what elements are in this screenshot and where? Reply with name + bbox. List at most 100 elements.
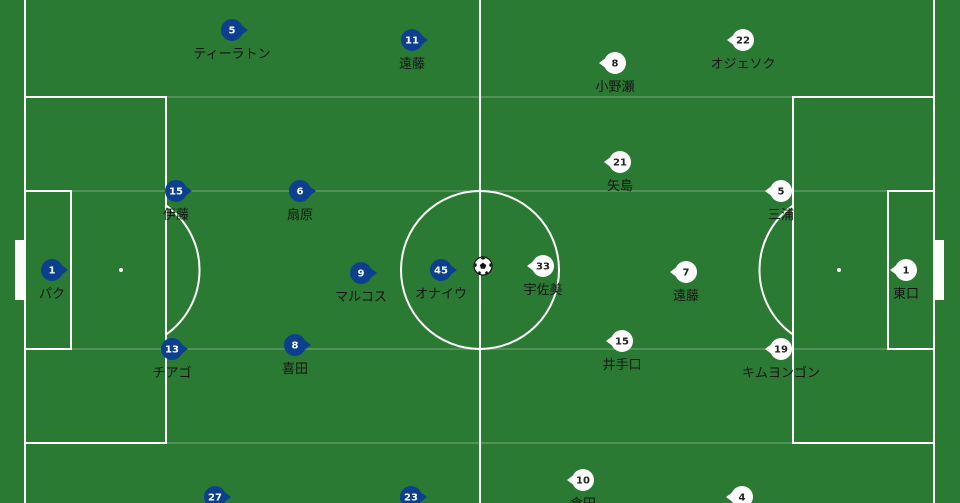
home-player-marker[interactable]: 9 マルコス: [335, 262, 387, 305]
player-name: 倉田: [570, 497, 596, 503]
direction-arrow-icon: [765, 344, 771, 354]
player-name: オジェソク: [710, 57, 775, 72]
player-name: 三浦: [768, 208, 794, 223]
left-penalty-spot: [119, 268, 123, 272]
player-name: チアゴ: [152, 365, 191, 381]
player-dot: [41, 259, 63, 281]
player-dot: [770, 338, 792, 360]
player-dot: [350, 262, 372, 284]
player-number: 13: [165, 345, 179, 356]
direction-arrow-icon: [242, 25, 248, 35]
away-player-marker[interactable]: 8 小野瀬: [595, 52, 635, 95]
player-number: 15: [615, 337, 629, 348]
home-player-marker[interactable]: 6 扇原: [287, 180, 316, 223]
away-player-marker[interactable]: 7 遠藤: [670, 261, 699, 304]
player-number: 1: [903, 266, 910, 277]
right-goal: [934, 240, 944, 300]
direction-arrow-icon: [305, 340, 311, 350]
player-dot: [572, 469, 594, 491]
player-name: 宇佐美: [523, 283, 562, 298]
home-player-marker[interactable]: 27: [204, 486, 231, 503]
player-dot: [532, 255, 554, 277]
player-dot: [675, 261, 697, 283]
player-dot: [221, 19, 243, 41]
player-name: 伊藤: [163, 208, 189, 223]
player-dot: [609, 151, 631, 173]
player-name: マルコス: [335, 290, 387, 305]
home-player-marker[interactable]: 23: [400, 486, 427, 503]
player-number: 11: [405, 36, 419, 47]
soccer-ball-icon: [473, 256, 493, 276]
direction-arrow-icon: [670, 267, 676, 277]
away-player-marker[interactable]: 1 東口: [890, 259, 919, 302]
player-number: 9: [358, 269, 365, 280]
player-name: 喜田: [282, 362, 308, 377]
player-number: 10: [576, 476, 590, 487]
player-number: 21: [613, 158, 627, 169]
direction-arrow-icon: [726, 492, 732, 502]
player-number: 8: [612, 59, 619, 70]
left-penalty-arc: [165, 204, 201, 336]
player-name: 遠藤: [399, 57, 425, 72]
home-player-marker[interactable]: 8喜田: [282, 334, 311, 377]
away-player-marker[interactable]: 4: [726, 486, 753, 503]
home-player-marker[interactable]: 13 チアゴ: [152, 338, 192, 381]
player-dot: [284, 334, 306, 356]
player-number: 23: [404, 493, 418, 503]
away-player-marker[interactable]: 22 オジェソク: [710, 29, 776, 72]
direction-arrow-icon: [225, 492, 231, 502]
right-penalty-arc: [758, 204, 794, 336]
direction-arrow-icon: [604, 157, 610, 167]
direction-arrow-icon: [62, 265, 68, 275]
away-player-marker[interactable]: 10 倉田: [567, 469, 596, 503]
player-dot: [732, 29, 754, 51]
player-dot: [895, 259, 917, 281]
player-dot: [770, 180, 792, 202]
player-dot: [604, 52, 626, 74]
direction-arrow-icon: [421, 492, 427, 502]
direction-arrow-icon: [567, 475, 573, 485]
home-player-marker[interactable]: 15 伊藤: [163, 180, 192, 223]
player-number: 7: [683, 268, 690, 279]
player-name: 遠藤: [673, 289, 699, 304]
away-player-marker[interactable]: 5 三浦: [765, 180, 794, 223]
direction-arrow-icon: [765, 186, 771, 196]
player-number: 6: [297, 187, 304, 198]
player-name: オナイウ: [415, 287, 467, 302]
player-number: 22: [736, 36, 750, 47]
player-dot: [731, 486, 753, 503]
direction-arrow-icon: [606, 336, 612, 346]
player-number: 1: [49, 266, 56, 277]
player-name: パク: [39, 287, 65, 302]
home-player-marker[interactable]: 1 パク: [39, 259, 68, 302]
player-dot: [289, 180, 311, 202]
player-number: 15: [169, 187, 183, 198]
player-dot: [204, 486, 226, 503]
player-name: 小野瀬: [595, 80, 634, 95]
direction-arrow-icon: [371, 268, 377, 278]
player-dot: [611, 330, 633, 352]
player-dot: [165, 180, 187, 202]
player-dot: [400, 486, 422, 503]
pitch-markings: [15, 0, 944, 503]
direction-arrow-icon: [527, 261, 533, 271]
home-player-marker[interactable]: 11 遠藤: [399, 29, 428, 72]
player-dot: [401, 29, 423, 51]
direction-arrow-icon: [727, 35, 733, 45]
player-number: 5: [778, 187, 785, 198]
player-name: 東口: [893, 286, 919, 302]
player-name: キムヨンゴン: [742, 365, 820, 381]
direction-arrow-icon: [451, 265, 457, 275]
direction-arrow-icon: [182, 344, 188, 354]
player-dot: [161, 338, 183, 360]
player-name: 扇原: [287, 207, 313, 223]
